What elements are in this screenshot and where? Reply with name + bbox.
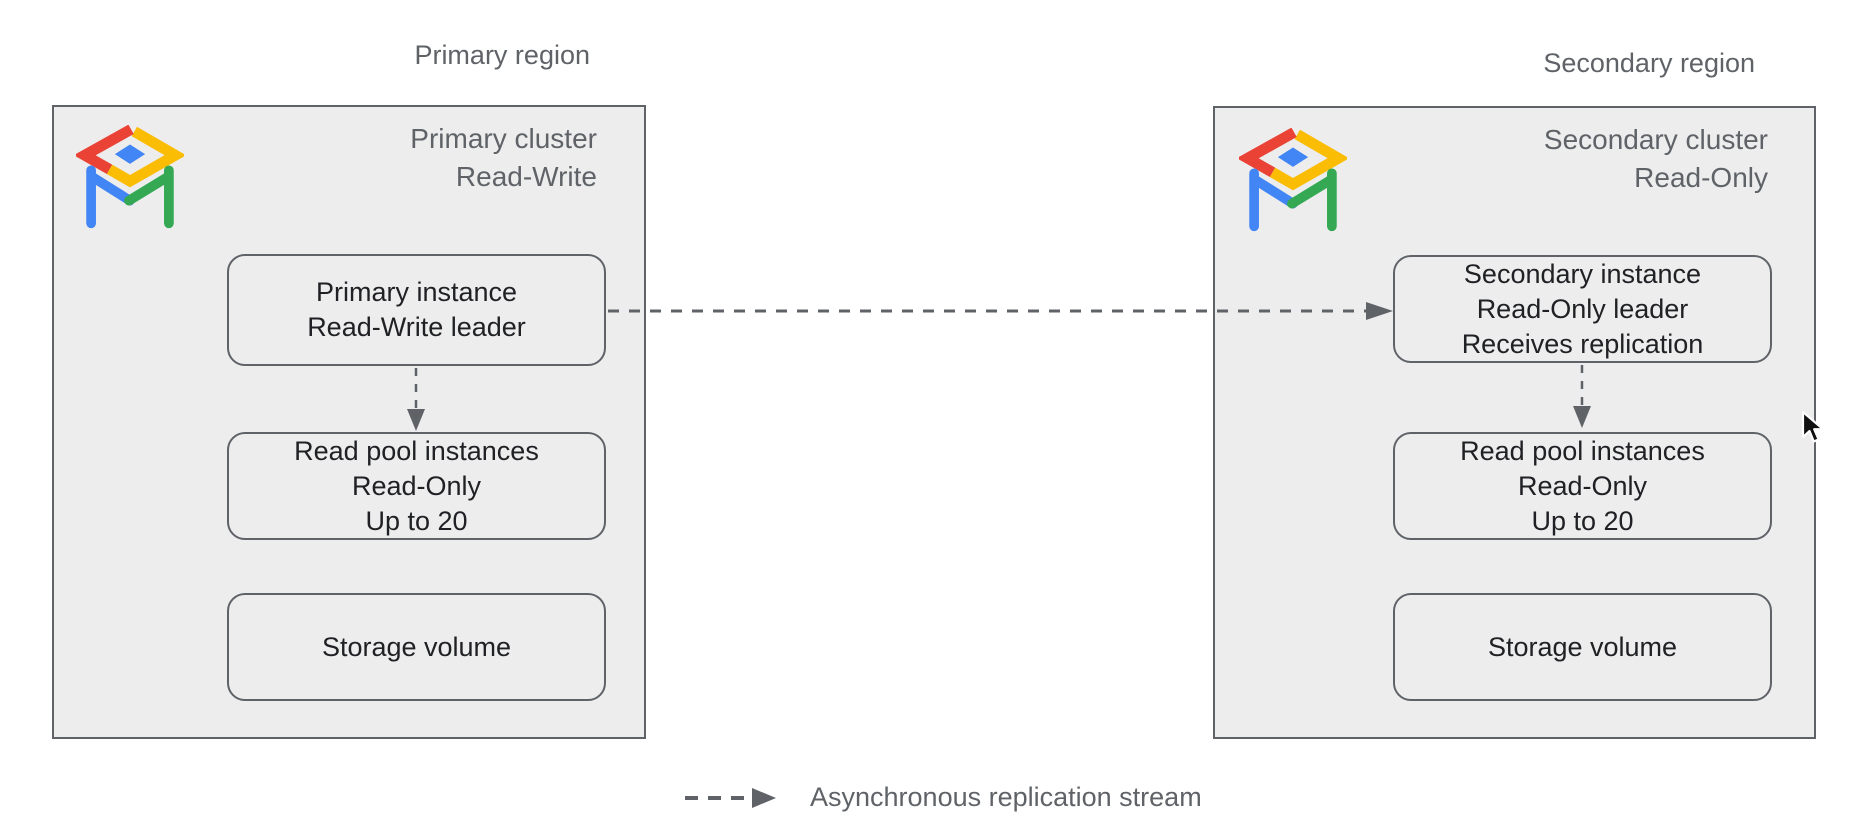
primary-region-title: Primary region — [414, 40, 590, 70]
secondary-read-pool-line2: Read-Only — [1517, 470, 1648, 501]
primary-read-pool-line3: Up to 20 — [365, 505, 468, 536]
mouse-cursor-icon — [1800, 411, 1828, 447]
primary-read-pool-node: Read pool instances Read-Only Up to 20 — [227, 432, 606, 540]
secondary-cluster-title-line1: Secondary cluster — [1543, 124, 1768, 155]
secondary-instance-line2: Read-Only leader — [1476, 293, 1689, 324]
secondary-read-pool-node: Read pool instances Read-Only Up to 20 — [1393, 432, 1772, 540]
secondary-cluster-title: Secondary cluster Read-Only — [1393, 121, 1768, 197]
primary-storage-node: Storage volume — [227, 593, 606, 701]
secondary-read-pool-line3: Up to 20 — [1531, 505, 1634, 536]
secondary-region-title: Secondary region — [1543, 48, 1755, 78]
primary-instance-line1: Primary instance — [315, 277, 518, 307]
primary-leader-to-pool-arrow — [400, 367, 432, 433]
primary-instance-line2: Read-Write leader — [307, 312, 526, 342]
primary-instance-node: Primary instance Read-Write leader — [227, 254, 606, 366]
primary-cluster-title-line2: Read-Write — [455, 161, 597, 192]
secondary-leader-to-pool-arrow — [1566, 364, 1598, 430]
primary-read-pool-line1: Read pool instances — [294, 435, 539, 466]
primary-cluster-title: Primary cluster Read-Write — [227, 120, 597, 196]
secondary-instance-line3: Receives replication — [1461, 328, 1704, 359]
secondary-read-pool-line1: Read pool instances — [1460, 435, 1705, 466]
primary-storage-label: Storage volume — [321, 631, 512, 662]
alloydb-icon — [76, 125, 184, 233]
alloydb-icon — [1239, 128, 1347, 236]
legend: Asynchronous replication stream — [684, 782, 1202, 813]
secondary-instance-line1: Secondary instance — [1463, 258, 1702, 289]
secondary-storage-label: Storage volume — [1487, 631, 1678, 662]
secondary-instance-node: Secondary instance Read-Only leader Rece… — [1393, 255, 1772, 363]
legend-label: Asynchronous replication stream — [810, 782, 1202, 812]
secondary-storage-node: Storage volume — [1393, 593, 1772, 701]
replication-arrow — [606, 296, 1396, 326]
primary-read-pool-line2: Read-Only — [351, 470, 482, 501]
secondary-cluster-title-line2: Read-Only — [1634, 162, 1768, 193]
legend-arrow-icon — [684, 783, 778, 813]
primary-cluster-title-line1: Primary cluster — [410, 123, 597, 154]
